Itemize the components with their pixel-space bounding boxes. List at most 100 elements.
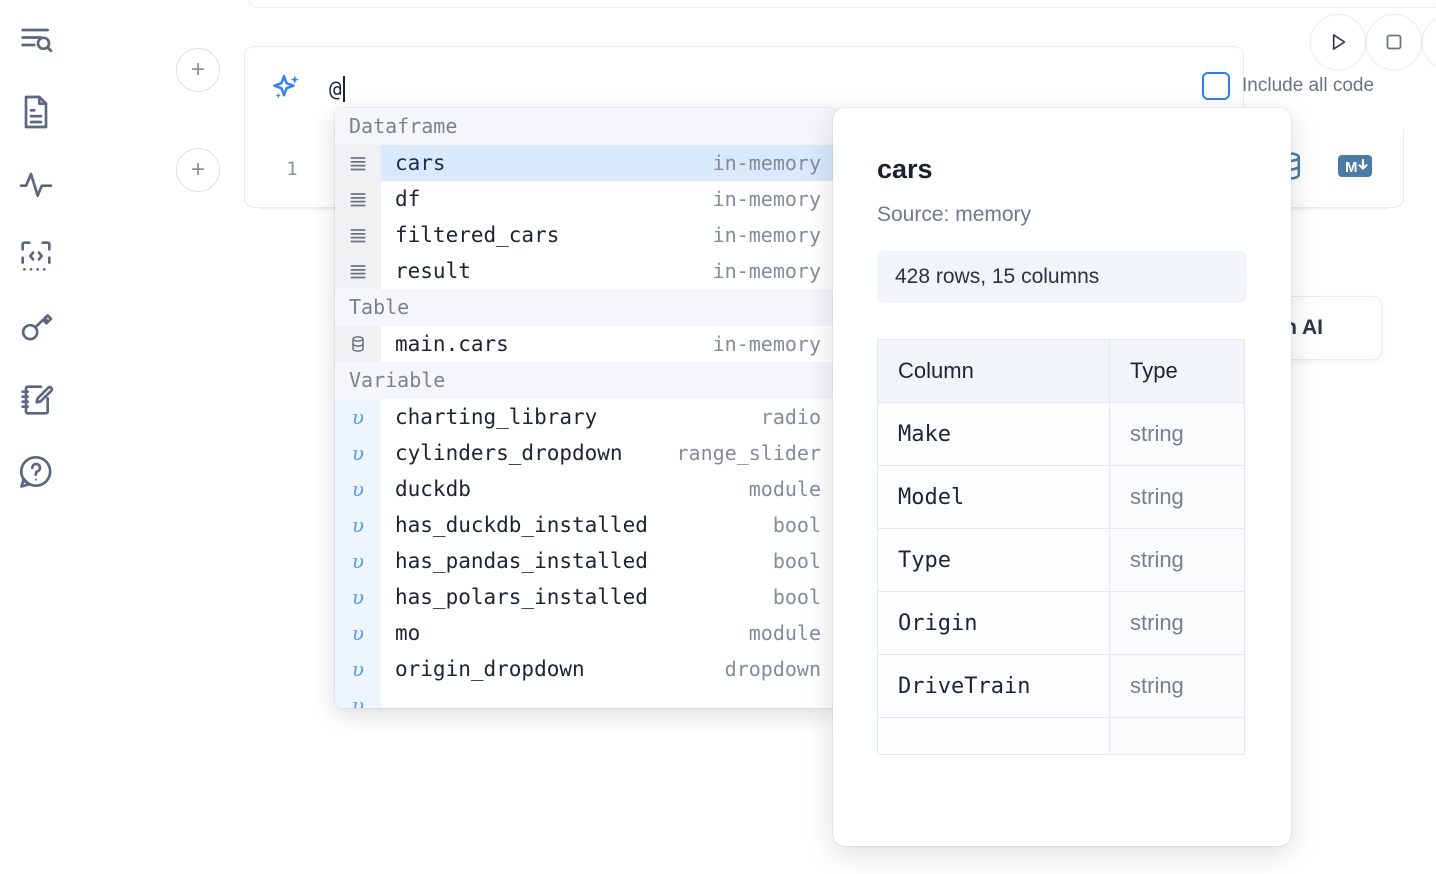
ai-prompt-value: @: [329, 76, 342, 101]
column-type-cell: string: [1109, 591, 1245, 655]
sidebar-item-file-explorer[interactable]: [12, 16, 60, 64]
sidebar-item-snippets[interactable]: [12, 232, 60, 280]
activity-icon: [16, 164, 56, 204]
include-all-code-label: Include all code: [1242, 75, 1375, 96]
variable-icon: υ: [335, 435, 381, 471]
variable-icon: υ: [335, 399, 381, 435]
symbol-detail-panel: cars Source: memory 428 rows, 15 columns…: [833, 108, 1291, 846]
column-type-cell: string: [1109, 465, 1245, 529]
autocomplete-item-type: radio: [760, 405, 821, 429]
notebook-edit-icon: [16, 380, 56, 420]
table-rows-icon: [335, 217, 381, 253]
database-icon: [335, 326, 381, 362]
autocomplete-item-type: in-memory: [712, 187, 821, 211]
column-name-cell: Origin: [877, 591, 1110, 655]
autocomplete-item-body: [381, 687, 835, 708]
autocomplete-item[interactable]: υ has_pandas_installed bool: [335, 543, 835, 579]
sidebar-item-help[interactable]: [12, 448, 60, 496]
autocomplete-item-body: cars in-memory: [381, 145, 835, 181]
variable-icon: υ: [335, 543, 381, 579]
key-icon: [16, 308, 56, 348]
detail-source: Source: memory: [877, 203, 1032, 226]
autocomplete-item-name: cylinders_dropdown: [395, 441, 623, 465]
add-cell-button-top[interactable]: +: [176, 48, 220, 92]
autocomplete-item-name: filtered_cars: [395, 223, 560, 247]
run-button[interactable]: [1310, 14, 1366, 70]
autocomplete-item-name: cars: [395, 151, 446, 175]
table-rows-icon: [335, 181, 381, 217]
autocomplete-item-name: main.cars: [395, 332, 509, 356]
autocomplete-item-type: range_slider: [676, 441, 822, 465]
autocomplete-item[interactable]: cars in-memory: [335, 145, 835, 181]
autocomplete-item-type: module: [748, 477, 821, 501]
detail-stats-badge: 428 rows, 15 columns: [877, 251, 1247, 303]
add-cell-button-bottom[interactable]: +: [176, 148, 220, 192]
code-snippets-icon: [16, 236, 56, 276]
autocomplete-item[interactable]: result in-memory: [335, 253, 835, 289]
sidebar-item-secrets[interactable]: [12, 304, 60, 352]
autocomplete-item-type: in-memory: [712, 151, 821, 175]
autocomplete-item-body: has_pandas_installed bool: [381, 543, 835, 579]
column-type-cell: string: [1109, 654, 1245, 718]
autocomplete-item-type: bool: [772, 585, 821, 609]
include-all-code-checkbox[interactable]: [1202, 72, 1230, 100]
column-header: Column: [877, 339, 1110, 403]
variable-icon: υ: [335, 687, 381, 708]
ai-prompt-input[interactable]: @: [329, 75, 345, 102]
file-explorer-icon: [16, 20, 56, 60]
autocomplete-item-name: has_duckdb_installed: [395, 513, 648, 537]
sidebar-item-activity[interactable]: [12, 160, 60, 208]
table-rows-icon: [335, 253, 381, 289]
autocomplete-item-type: module: [748, 621, 821, 645]
autocomplete-item-name: result: [395, 259, 471, 283]
document-icon: [16, 92, 56, 132]
autocomplete-item-body: has_polars_installed bool: [381, 579, 835, 615]
more-options-button[interactable]: [1422, 14, 1436, 70]
variable-icon: υ: [335, 507, 381, 543]
column-name-cell: DriveTrain: [877, 654, 1110, 718]
variable-icon: υ: [335, 579, 381, 615]
text-caret: [342, 75, 345, 102]
sidebar-item-scratchpad[interactable]: [12, 376, 60, 424]
autocomplete-item[interactable]: υ cylinders_dropdown range_slider: [335, 435, 835, 471]
include-all-code-row[interactable]: Include all code: [1202, 72, 1374, 100]
svg-text:M: M: [1345, 159, 1358, 176]
column-name-cell: Make: [877, 402, 1110, 466]
autocomplete-item-type: bool: [772, 549, 821, 573]
autocomplete-item-body: result in-memory: [381, 253, 835, 289]
sidebar-item-documents[interactable]: [12, 88, 60, 136]
sparkle-icon: [267, 69, 307, 109]
autocomplete-item-type: in-memory: [712, 259, 821, 283]
autocomplete-item-name: has_polars_installed: [395, 585, 648, 609]
column-type-cell: string: [1109, 402, 1245, 466]
stop-button[interactable]: [1366, 14, 1422, 70]
autocomplete-item-name: has_pandas_installed: [395, 549, 648, 573]
left-sidebar: [0, 0, 72, 874]
help-icon: [16, 452, 56, 492]
markdown-icon[interactable]: M: [1337, 152, 1373, 185]
autocomplete-item[interactable]: υ has_polars_installed bool: [335, 579, 835, 615]
column-type-cell: [1109, 717, 1245, 755]
column-name-cell: [877, 717, 1110, 755]
autocomplete-item[interactable]: υ: [335, 687, 835, 708]
autocomplete-section-header: Table: [335, 289, 835, 326]
